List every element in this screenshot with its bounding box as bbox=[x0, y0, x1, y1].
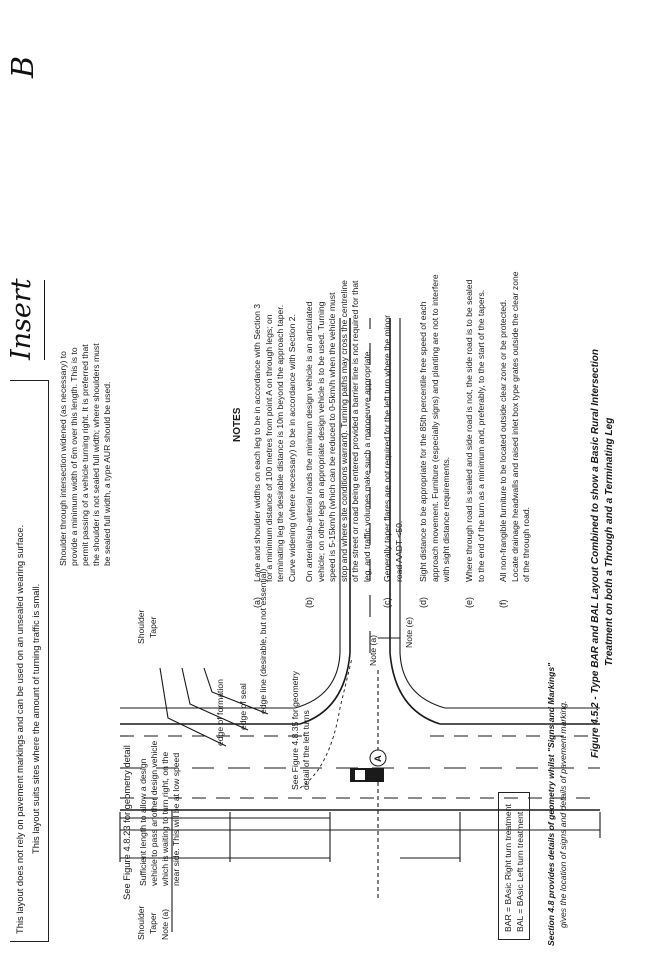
note-text-e: Where through road is sealed and side ro… bbox=[464, 280, 487, 582]
right-turn-path bbox=[300, 658, 352, 788]
note-label-d: (d) bbox=[418, 597, 428, 608]
shoulder-right: Shoulder bbox=[136, 609, 146, 644]
legend-bar: BAR = BAsic Right turn treatment bbox=[503, 804, 513, 932]
see-fig-top: See Figure 4.8.23 for geometry detail bbox=[121, 745, 132, 900]
point-a-label: A bbox=[372, 755, 383, 762]
note-b-line: of the street or road being entered prov… bbox=[350, 280, 360, 582]
note-e-label: Note (e) bbox=[404, 616, 414, 648]
see-fig-left-line2: detail of the left turns bbox=[301, 710, 311, 790]
note-d-line: approach movement. Furniture (especially… bbox=[429, 274, 440, 582]
sufficient-line4: near side. This will be at low speed bbox=[171, 752, 181, 886]
note-e-line: Where through road is sealed and side ro… bbox=[464, 279, 474, 582]
note-text-d: Sight distance to be appropriate for the… bbox=[418, 274, 453, 582]
note-label-e: (e) bbox=[464, 597, 474, 608]
sufficient-line2: vehicle to pass another design vehicle bbox=[149, 740, 159, 886]
note-b-line: leg, and traffic volumes make such a man… bbox=[361, 349, 372, 582]
note-c-line: Generally taper flares are not required … bbox=[382, 314, 392, 582]
section-note-line1: Section 4.8 provides details of geometry… bbox=[546, 662, 556, 946]
left-turn-curve-bottom bbox=[390, 653, 440, 724]
note-a-line: Lane and shoulder widths on each leg to … bbox=[252, 303, 262, 582]
taper-right: Taper bbox=[148, 616, 158, 639]
sufficient-line3: which is waiting to turn right, on the bbox=[160, 751, 170, 886]
note-e-line: to the end of the turn as a minimum and,… bbox=[475, 289, 486, 582]
note-b-line: On arterial/sub-arterial roads the minim… bbox=[304, 301, 314, 582]
edge-seal-leader bbox=[182, 668, 248, 730]
note-f-line: Locate drainage headwalls and raised inl… bbox=[509, 271, 520, 582]
point-a-marker bbox=[370, 750, 386, 766]
shoulder-left: Shoulder bbox=[136, 905, 146, 940]
edge-line-label: edge line (desirable, but not essential) bbox=[258, 568, 268, 714]
edge-seal-label: edge of seal bbox=[238, 683, 248, 730]
edge-formation-leader bbox=[160, 668, 226, 746]
note-b-line: stop and where site conditions warrant).… bbox=[338, 280, 349, 582]
shoulder-note-line1: Shoulder through intersection widened (a… bbox=[58, 351, 68, 566]
note-text-a: Lane and shoulder widths on each leg to … bbox=[252, 304, 298, 582]
taper-left: Taper bbox=[148, 912, 158, 935]
note-f-line: of the through road. bbox=[521, 506, 531, 582]
shoulder-note-line4: the shoulder is not sealed full width; w… bbox=[91, 343, 101, 566]
note-text-f: All non-frangible furniture to be locate… bbox=[498, 271, 533, 582]
note-d-line: with sight distance requirements. bbox=[441, 456, 451, 582]
note-label-a: (a) bbox=[252, 597, 262, 608]
see-fig-left-line1: See Figure 4.8.35 for geometry bbox=[290, 671, 300, 790]
note-b-line: vehicle; on other legs an appropriate de… bbox=[315, 301, 326, 582]
note-a-line: for a minimum distance of 100 metres fro… bbox=[263, 314, 274, 582]
figure-caption-line1: Figure 4.5.2 - Type BAR and BAL Layout C… bbox=[590, 349, 601, 758]
edge-formation-label: edge of formation bbox=[215, 679, 225, 746]
design-vehicle-cab bbox=[355, 770, 365, 780]
note-text-c: Generally taper flares are not required … bbox=[382, 315, 405, 582]
note-label-f: (f) bbox=[498, 599, 508, 609]
shoulder-note-line2: provide a minimum width of 6m over this … bbox=[69, 347, 79, 566]
note-text-b: On arterial/sub-arterial roads the minim… bbox=[304, 280, 373, 582]
note-f-line: All non-frangible furniture to be locate… bbox=[498, 299, 508, 582]
left-turn-formation-top bbox=[295, 653, 340, 708]
note-label-c: (c) bbox=[382, 597, 392, 609]
shoulder-note-line3: permit passing of a vehicle turning righ… bbox=[80, 344, 90, 566]
left-turn-curve-top bbox=[300, 653, 350, 724]
shoulder-note-line5: be sealed full width, a type AUR should … bbox=[102, 381, 112, 566]
note-label-b: (b) bbox=[304, 597, 314, 608]
figure-caption-line2: Treatment on both a Through and a Termin… bbox=[604, 417, 615, 666]
notes-heading: NOTES bbox=[232, 407, 243, 442]
note-d-line: Sight distance to be appropriate for the… bbox=[418, 301, 428, 582]
section-note-line2: gives the location of signs and details … bbox=[558, 700, 568, 928]
left-turn-formation-bottom bbox=[400, 653, 445, 708]
note-b-line: speed is 5-15km/h (which can be reduced … bbox=[327, 292, 337, 582]
note-a-bottom: Note (a) bbox=[368, 634, 378, 666]
note-a-left: Note (a) bbox=[160, 908, 170, 940]
note-a-line: terminating leg the desirable distance i… bbox=[275, 304, 285, 582]
legend-bal: BAL = BAsic Left turn treatment bbox=[515, 811, 525, 932]
edge-line-leader bbox=[204, 668, 268, 714]
sufficient-line1: Sufficient length to allow a design bbox=[138, 758, 148, 886]
note-a-line: Curve widening (where necessary) to be i… bbox=[286, 314, 297, 582]
note-c-line: road AADT <50. bbox=[393, 520, 404, 582]
